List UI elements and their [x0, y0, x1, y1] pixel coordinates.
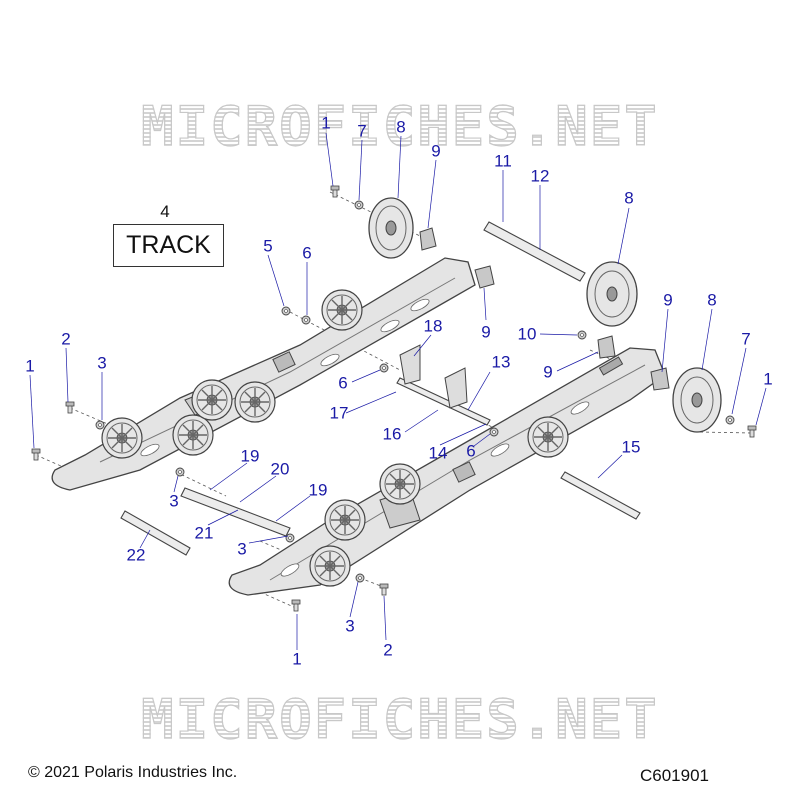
callout-label: 2	[61, 329, 71, 349]
diagram-code: C601901	[640, 766, 710, 785]
callout-label: 6	[338, 373, 348, 393]
watermark-bottom: MICROFICHES.NET	[0, 687, 800, 751]
callout-label: 13	[491, 352, 511, 372]
callout-label: 10	[517, 324, 537, 344]
callout-label: 22	[126, 545, 146, 565]
idler-wheel-right	[586, 261, 638, 327]
callout-label: 14	[428, 443, 448, 463]
callout-label: 8	[624, 188, 634, 208]
idler-wheel-far-right	[672, 367, 722, 433]
callout-label: 3	[169, 491, 179, 511]
callout-label: 8	[707, 290, 717, 310]
callout-label: 8	[396, 117, 406, 137]
callout-label: 2	[383, 640, 393, 660]
callout-label: 7	[741, 329, 751, 349]
callout-label: 21	[194, 523, 214, 543]
callout-label: 16	[382, 424, 402, 444]
callout-label: 6	[302, 243, 312, 263]
callout-label: 9	[481, 322, 491, 342]
callout-label: 3	[97, 353, 107, 373]
callout-label: 12	[530, 166, 550, 186]
watermark-top: MICROFICHES.NET	[0, 94, 800, 158]
copyright-text: © 2021 Polaris Industries Inc.	[28, 764, 238, 781]
callout-label: 15	[621, 437, 641, 457]
callout-label: 6	[466, 441, 476, 461]
callout-label: 7	[357, 121, 367, 141]
callout-label: 9	[543, 362, 553, 382]
callout-label: 11	[494, 151, 512, 171]
callout-label: 9	[431, 141, 441, 161]
callout-label: 9	[663, 290, 673, 310]
callout-label: 3	[345, 616, 355, 636]
callout-label: 20	[270, 459, 290, 479]
idler-wheel-top	[368, 197, 414, 259]
callout-label: 1	[25, 356, 35, 376]
callout-label: 17	[329, 403, 349, 423]
callout-label: 19	[308, 480, 328, 500]
callout-label: 3	[237, 539, 247, 559]
callout-label: 18	[423, 316, 443, 336]
callout-label: 19	[240, 446, 260, 466]
callout-label: 1	[292, 649, 302, 669]
track-label-box: TRACK	[113, 224, 224, 267]
callout-label: 5	[263, 236, 273, 256]
callout-label: 1	[321, 113, 331, 133]
callout-label: 1	[763, 369, 773, 389]
track-callout-number: 4	[160, 202, 170, 221]
